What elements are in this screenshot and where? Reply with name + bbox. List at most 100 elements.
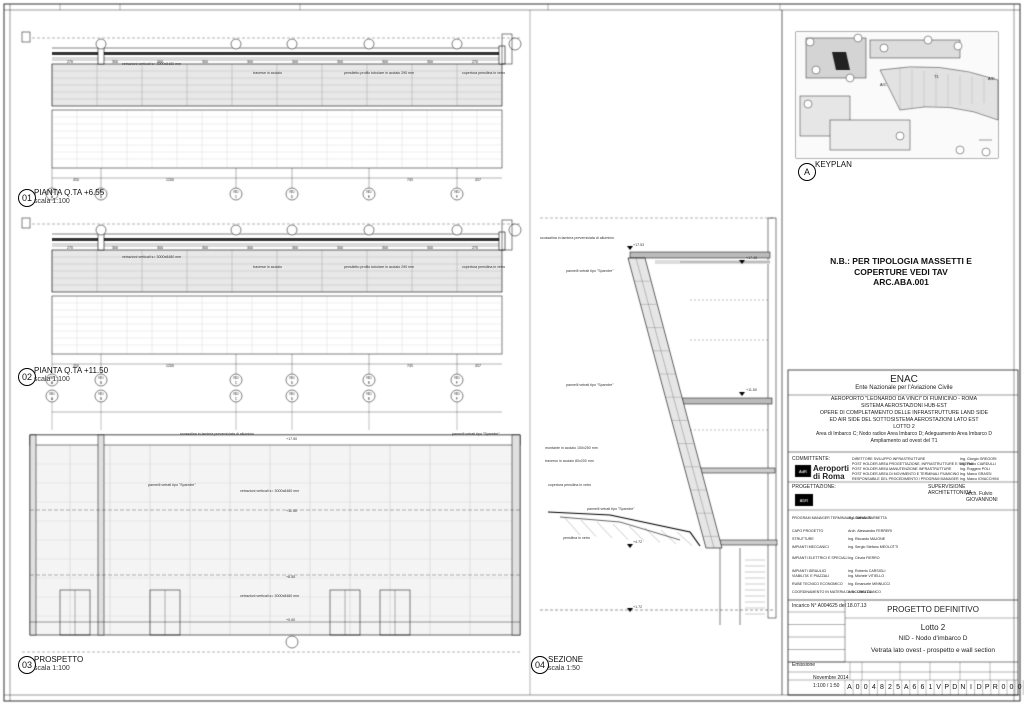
- tb-project-5: LOTTO 2: [893, 424, 915, 430]
- sec-annot-pannelli-3: pannelli vetrati tipo "Sparrdre": [587, 507, 635, 511]
- view-number-03: 03: [18, 656, 36, 674]
- tb-project-6: Area di Imbarco C; Nodo radice Area Imba…: [816, 431, 992, 437]
- tb-role-3: POST HOLDER AREA DI MOVIMENTO E TERMINAL…: [852, 472, 960, 476]
- elev-annot-scossalina: scossalina in lamiera preverniciata di a…: [180, 432, 254, 436]
- tb-code-char: V: [936, 684, 941, 691]
- tb-team-role-2: STRUTTURE: [792, 537, 814, 541]
- tb-code-char: 4: [871, 684, 876, 691]
- tb-code-char: R: [992, 684, 998, 691]
- view-title-02: PIANTA Q.TA +11.50: [34, 366, 109, 375]
- tb-supervision-label: SUPERVISIONE ARCHITETTONICA: [928, 484, 972, 496]
- tb-company-logo: Aeroporti di Roma: [813, 464, 849, 481]
- plan2-annot-copertura: copertura pensilina in vetro: [462, 265, 506, 269]
- tb-code-char: 8: [879, 684, 884, 691]
- tb-code-char: 6: [920, 684, 925, 691]
- tb-role-name-4: Ing. Marco IOVACCHINI: [960, 477, 999, 481]
- plan1-annot-copertura: copertura pensilina in vetro: [462, 71, 506, 75]
- tb-team-name-7: Ing. Emanuele MINNUCCI: [848, 582, 891, 586]
- tb-team-role-4: IMPIANTI ELETTRICI E SPECIALI: [792, 556, 848, 560]
- elev-annot-vetrazioni-2: vetrazioni verticali s= 3000x8480 mm: [240, 594, 300, 598]
- tb-role-4: RESPONSABILE DEL PROCEDIMENTO / PROGRAM …: [852, 477, 959, 481]
- tb-role-name-3: Ing. Marco GRASSI: [960, 472, 992, 476]
- tb-team-name-6: Ing. Michele VITIELLO: [848, 574, 885, 578]
- sec-annot-pensilina: pensilina in vetro: [563, 536, 590, 540]
- tb-scale: 1:100 / 1:50: [813, 683, 840, 689]
- view-number-04: 04: [531, 656, 549, 674]
- tb-role-1: POST HOLDER AREA PROGETTAZIONE, INFRASTR…: [852, 462, 973, 466]
- sec-annot-copertura: copertura pensilina in vetro: [548, 483, 592, 487]
- elev-level-1: +17.50: [286, 437, 298, 441]
- tb-project-1: AEROPORTO "LEONARDO DA VINCI" DI FIUMICI…: [830, 396, 978, 402]
- tb-role-name-0: Ing. Giorgio GREGORI: [960, 457, 997, 461]
- tb-code-char: P: [984, 684, 990, 691]
- view-number-01: 01: [18, 189, 36, 207]
- tb-code-char: A: [847, 684, 852, 691]
- view-scale-01: scala 1:100: [34, 198, 70, 205]
- tb-project-4: ED AIR SIDE DEL SOTTOSISTEMA AEROSTAZION…: [829, 417, 979, 423]
- view-scale-04: scala 1:50: [548, 665, 580, 672]
- tb-date: Novembre 2014: [813, 675, 849, 681]
- view-title-03: PROSPETTO: [34, 655, 84, 664]
- tb-iscrizione: Incarico N° A004625 del 18.07.13: [792, 603, 867, 609]
- tb-client-full: Ente Nazionale per l'Aviazione Civile: [855, 385, 953, 391]
- elev-annot-vetrazioni: vetrazioni verticali s= 3000x8480 mm: [240, 489, 300, 493]
- tb-team-name-1: Arch. Alessandro FERRERI: [848, 529, 892, 533]
- plan2-annot-vetrazioni: vetrazioni verticali s= 3000x8480 mm: [122, 255, 182, 259]
- tb-role-2: POST HOLDER AREA MANUTENZIONE INFRASTRUT…: [852, 467, 952, 471]
- tb-team-name-3: Ing. Sergio Stefano MEOLOTTI: [848, 545, 899, 549]
- keyplan-title: KEYPLAN: [815, 160, 852, 169]
- note-massetti: N.B.: PER TIPOLOGIA MASSETTI E COPERTURE…: [830, 256, 972, 288]
- view-title-04: SEZIONE: [548, 655, 584, 664]
- sec-annot-pannelli: pannelli vetrati tipo "Sparrdre": [566, 269, 614, 273]
- elev-level-4: +0.00: [286, 618, 296, 622]
- tb-code-char: A: [903, 684, 909, 691]
- tb-committente-label: COMMITTENTE:: [792, 456, 831, 462]
- tb-code-char: D: [952, 684, 958, 691]
- view-title-01: PIANTA Q.TA +6.55: [34, 188, 105, 197]
- sec-level-e: +1.72: [633, 605, 643, 609]
- sec-level-d: +4.72: [633, 540, 643, 544]
- tb-client-short: ENAC: [890, 374, 918, 385]
- plan2-annot-traverse: traverse in acciaio: [253, 265, 282, 269]
- tb-project-3: OPERE DI COMPLETAMENTO DELLE INFRASTRUTT…: [819, 410, 989, 416]
- tb-code-char: D: [976, 684, 982, 691]
- tb-code-char: 0: [863, 684, 868, 691]
- tb-emissione: Emissione: [792, 662, 816, 668]
- tb-team-role-1: CAPO PROGETTO: [792, 529, 824, 533]
- elev-annot-pannelli-2: pannelli vetrati tipo "Sparrdre": [452, 432, 500, 436]
- sec-annot-traverso: traverso in acciaio 80x200 mm: [545, 459, 594, 463]
- tb-code-char: P: [944, 684, 950, 691]
- view-scale-02: scala 1:100: [34, 376, 70, 383]
- tb-code-char: 2: [888, 684, 892, 691]
- tb-team-role-6: VIABILITA' E PIAZZALI: [792, 574, 830, 578]
- elev-annot-pannelli: pannelli vetrati tipo "Sparrdre": [148, 483, 196, 487]
- tb-team-role-7: RUBE TECNICO ECONOMICO: [792, 582, 843, 586]
- sec-level-a: +17.53: [633, 243, 645, 247]
- tb-lot: Lotto 2: [920, 623, 946, 632]
- tb-team-name-2: Ing. Riccardo MAJONE: [848, 537, 886, 541]
- elev-level-3: +6.55: [286, 575, 296, 579]
- tb-role-0: DIRETTORE SVILUPPO INFRASTRUTTURE: [852, 457, 926, 461]
- sec-annot-scossalina: scossalina in lamiera preverniciata di a…: [540, 236, 614, 240]
- tb-code-char: 5: [896, 684, 901, 691]
- tb-role-name-1: Ing. Paolo CIARDULLI: [960, 462, 996, 466]
- tb-team-name-8: Arch. Carlo CIANCO: [848, 590, 881, 594]
- tb-progettazione-label: PROGETTAZIONE:: [792, 484, 836, 490]
- tb-code-char: I: [970, 684, 972, 691]
- tb-code-char: 0: [1001, 684, 1006, 691]
- plan1-annot-vetrazioni: vetrazioni verticali s= 3000x8480 mm: [122, 62, 182, 66]
- plan1-annot-profilo: pensiletto profilo tubolare in acciaio 2…: [344, 71, 415, 75]
- tb-supervision-name: Arch. Fulvio GIOVANNONI: [966, 491, 998, 503]
- tb-team-name-5: Ing. Roberto CARSIGLI: [848, 569, 886, 573]
- view-scale-03: scala 1:100: [34, 665, 70, 672]
- tb-team-role-3: IMPIANTI MECCANICI: [792, 545, 829, 549]
- view-number-02: 02: [18, 368, 36, 386]
- tb-code-char: 0: [1017, 684, 1022, 691]
- tb-code-char: 0: [1009, 684, 1014, 691]
- tb-project-2: SISTEMA AEROSTAZIONI HUB-EST: [860, 403, 948, 409]
- tb-team-role-0: PROGRAM MANAGER TERMINALS & IMPIANTI: [792, 516, 872, 520]
- tb-project-7: Ampliamento ad ovest del T1: [870, 438, 938, 444]
- tb-team-name-4: Ing. Cinzia FIERRO: [848, 556, 880, 560]
- sec-annot-pannelli-2: pannelli vetrati tipo "Sparrdre": [566, 383, 614, 387]
